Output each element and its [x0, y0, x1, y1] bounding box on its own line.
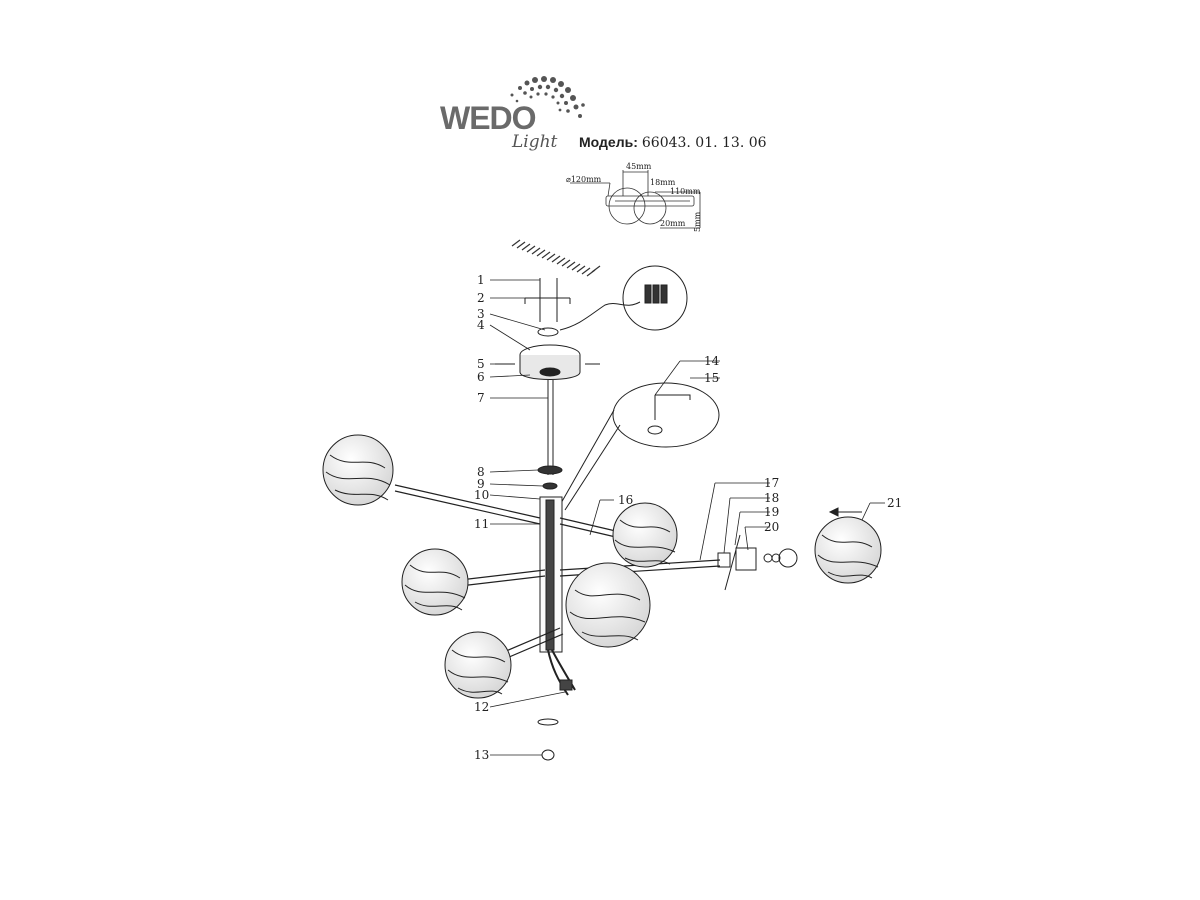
bulb-and-socket [717, 507, 862, 591]
globe-mid-left [401, 548, 469, 616]
part-label-19: 19 [764, 505, 779, 519]
part-label-6: 6 [477, 370, 485, 384]
part-label-12: 12 [474, 700, 489, 714]
brand-logo-subtext: Light [512, 132, 558, 152]
part-label-2: 2 [477, 291, 485, 305]
logo-dot-burst [510, 76, 585, 118]
dimension-label-offset: 20mm [660, 219, 686, 228]
part-label-7: 7 [477, 391, 485, 405]
globe-far-right [814, 516, 882, 584]
part-label-9: 9 [477, 477, 485, 491]
part-label-16: 16 [618, 493, 633, 507]
dimension-label-depth: 18mm [650, 178, 676, 187]
part-number-labels: 1 2 3 4 5 6 7 8 9 10 11 12 13 14 15 16 1… [474, 273, 902, 762]
part-label-10: 10 [474, 488, 489, 502]
callout-leader-lines [489, 279, 885, 756]
part-label-8: 8 [477, 465, 485, 479]
central-body-assembly [537, 465, 576, 761]
dimension-label-width: 45mm [626, 162, 652, 171]
globe-bottom-left [444, 631, 512, 699]
model-caption: Модель:66043. 01. 13. 06 [579, 134, 767, 151]
part-label-20: 20 [764, 520, 779, 534]
brand-logo-text: WEDO [440, 100, 537, 136]
dimension-label-diameter: ⌀120mm [566, 175, 602, 184]
dimension-label-length: 110mm [670, 187, 701, 196]
part-label-21: 21 [887, 496, 902, 510]
part-label-3: 3 [477, 307, 485, 321]
screws-cluster [511, 239, 601, 277]
part-label-13: 13 [474, 748, 489, 762]
glass-globes [322, 434, 882, 699]
globe-right-small [612, 502, 678, 568]
part-label-1: 1 [477, 273, 485, 287]
mounting-plate-dimension-detail [570, 170, 701, 229]
part-label-15: 15 [704, 371, 719, 385]
detail-callout-bubble [559, 382, 720, 511]
globe-center [565, 562, 651, 648]
part-label-18: 18 [764, 491, 779, 505]
model-number: 66043. 01. 13. 06 [641, 135, 767, 151]
model-label: Модель: [579, 134, 638, 150]
part-label-14: 14 [704, 354, 720, 368]
part-label-17: 17 [764, 476, 779, 490]
globe-top-left [322, 434, 394, 506]
ceiling-mount-assembly [495, 265, 688, 475]
part-label-4: 4 [477, 318, 485, 332]
part-label-11: 11 [474, 517, 489, 531]
part-label-5: 5 [477, 357, 485, 371]
dimension-label-thickness: 5mm [693, 211, 702, 232]
dimension-labels: ⌀120mm 45mm 18mm 110mm 20mm 5mm [566, 162, 702, 232]
